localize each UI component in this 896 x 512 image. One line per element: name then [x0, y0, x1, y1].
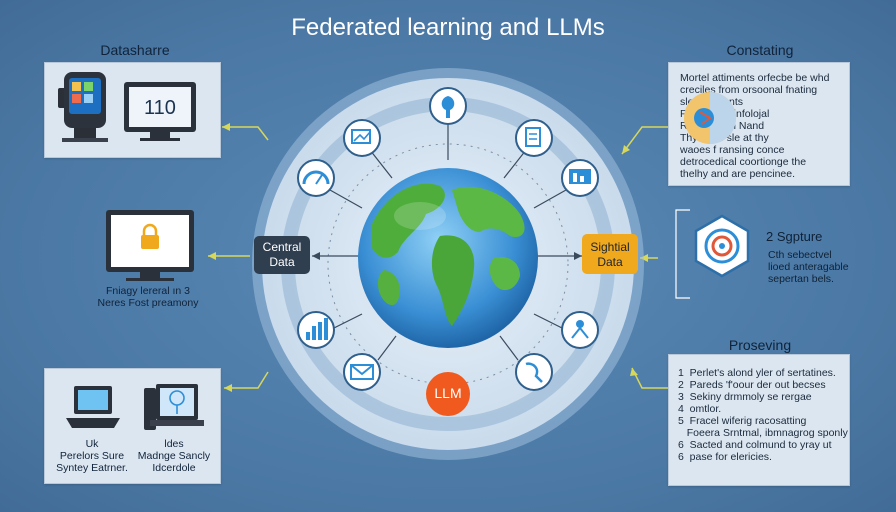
connector-arrowheads	[208, 123, 648, 392]
server-device-icon	[144, 384, 204, 430]
envelope-icon	[343, 353, 381, 391]
laptop-icon	[66, 386, 120, 428]
tree-icon	[429, 87, 467, 125]
signature-heading: 2 Sgpture	[766, 229, 823, 244]
label-constating: Constating	[726, 42, 794, 58]
icon-circles	[297, 87, 599, 391]
tick-ring	[327, 143, 569, 385]
proseving-list-item: 5 Fracel wiferig racosatting	[678, 415, 807, 427]
smartwatch-device-icon	[58, 72, 108, 142]
proseving-list-item: Foeera Srntmal, ibmnagrog sponly	[678, 427, 848, 439]
right-arrowhead	[574, 252, 582, 260]
privacy-caption: Fniagy lereral ın 3 Neres Fost preamony	[97, 285, 199, 309]
gauge-icon	[297, 159, 335, 197]
devices-caption-left: Uk Perelors Sure Syntey Eatrner.	[56, 438, 128, 474]
proseving-panel	[668, 354, 850, 486]
tools-icon	[515, 353, 553, 391]
proseving-list-item: 4 omtlor.	[678, 403, 722, 415]
left-arrowhead	[312, 252, 320, 260]
llm-circle	[426, 372, 470, 416]
proseving-list-item: 6 Sacted and colmund to yray ut	[678, 439, 832, 451]
label-datashare: Datasharre	[100, 42, 170, 58]
proseving-list-item: 6 pase for elericies.	[678, 451, 772, 463]
proseving-list-item: 1 Perlet's alond yler of sertatines.	[678, 367, 836, 379]
lock-icon	[141, 223, 159, 249]
signal-data-label: Sightial Data	[590, 240, 630, 269]
network-icon	[561, 311, 599, 349]
globe	[358, 168, 538, 348]
proseving-list: 1 Perlet's alond yler of sertatines.2 Pa…	[678, 367, 848, 463]
proseving-list-item: 3 Sekiny drmmoly se rergae	[678, 391, 812, 403]
signal-data-box	[582, 234, 638, 274]
proseving-list-item: 2 Pareds 'f'oour der out becses	[678, 379, 826, 391]
analytics-icon	[343, 119, 381, 157]
central-data-box	[254, 236, 310, 274]
monitor-screen-text: 110	[144, 97, 176, 119]
label-proseving: Proseving	[728, 337, 792, 353]
central-data-label: Central Data	[262, 240, 302, 269]
pie-chart-icon	[684, 92, 736, 144]
page-title: Federated learning and LLMs	[291, 14, 605, 41]
llm-label: LLM	[434, 385, 462, 401]
signature-hexagon-icon	[694, 214, 750, 278]
signature-bracket	[675, 209, 690, 299]
document-icon	[515, 119, 553, 157]
signature-text: Cth sebectvel lioed anteragable sepertan…	[768, 249, 849, 285]
devices-caption-right: ldes Madnge Sancly Idcerdole	[137, 438, 211, 474]
monitor-icon	[124, 82, 196, 141]
presentation-icon	[561, 159, 599, 197]
bar-chart-icon	[297, 311, 335, 349]
